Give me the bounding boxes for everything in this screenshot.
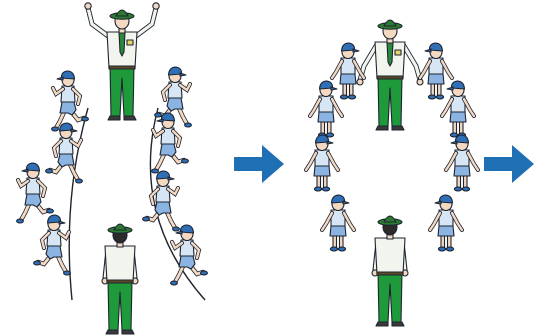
right-arrow-icon	[484, 145, 534, 183]
child-in-circle-8	[430, 195, 462, 251]
child-in-circle-7	[322, 195, 354, 251]
leader-in-circle-bottom	[372, 216, 408, 326]
child-in-circle-2	[420, 43, 452, 99]
formation-circle	[306, 20, 478, 326]
child-right-column-4	[171, 225, 208, 285]
child-in-circle-5	[306, 135, 338, 191]
child-right-column-3	[143, 171, 180, 231]
arrows-group	[234, 145, 534, 183]
leader-arms-raised	[85, 3, 159, 120]
child-in-circle-1	[332, 43, 364, 99]
child-left-column-4	[34, 215, 71, 275]
left-path-line	[69, 108, 88, 300]
child-in-circle-3	[310, 81, 342, 137]
leader-back-view	[102, 224, 138, 334]
child-in-circle-6	[446, 135, 478, 191]
formation-open-columns	[17, 3, 208, 334]
child-left-column-1	[52, 71, 89, 131]
right-arrow-icon	[234, 145, 284, 183]
child-in-circle-4	[442, 81, 474, 137]
leader-in-circle-top	[357, 20, 423, 130]
child-right-column-2	[152, 113, 189, 173]
